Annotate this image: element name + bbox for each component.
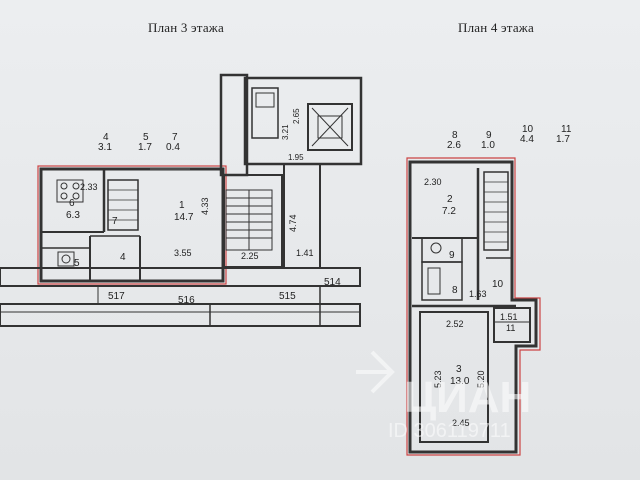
room7-number: 7 [112,216,118,227]
legend4-num-11: 11 [561,124,572,135]
legend4-area-11: 1.7 [556,134,570,145]
room1-number: 1 [179,200,185,211]
room3-number: 3 [456,364,462,375]
floor3-title: План 3 этажа [148,20,224,35]
watermark-id: ID 306119711 [388,420,511,442]
legend3-num-5: 5 [143,132,149,143]
ref-516: 516 [178,295,195,306]
legend4-area-9: 1.0 [481,140,495,151]
floor4-outer-walls [408,160,538,454]
watermark-brand: ЦИАН [404,373,531,422]
dim-1-51: 1.51 [500,312,518,322]
room1-area: 14.7 [174,212,194,223]
dim-2-25: 2.25 [241,251,259,261]
floor4-apartment-outline [406,157,541,456]
room2-area: 7.2 [442,206,456,217]
legend4-area-10: 4.4 [520,134,534,145]
legend4-num-8: 8 [452,130,458,141]
dim-1-41: 1.41 [296,248,314,258]
room4-number: 4 [120,252,126,263]
dim-2-52: 2.52 [446,319,464,329]
floor4-plan [406,157,541,456]
legend3-num-7: 7 [172,132,178,143]
room6-number: 6 [69,198,75,209]
floor3-plan [0,73,363,327]
room5-number: 5 [74,258,80,269]
stove [56,179,84,203]
dim-2-33: 2.33 [80,182,98,192]
room3-area: 13.0 [450,376,470,387]
dim-1-63: 1.63 [469,289,487,299]
dim-5-20: 5.20 [476,370,486,388]
room8-number: 8 [452,285,458,296]
ref-514: 514 [324,277,341,288]
watermark-logo-icon [356,350,395,394]
legend3-area-7: 0.4 [166,142,180,153]
floor4-legend: 8 2.6 9 1.0 10 4.4 11 1.7 [447,124,572,151]
legend4-area-8: 2.6 [447,140,461,151]
room2-number: 2 [447,194,453,205]
floor3-outer-walls [39,167,225,283]
dim-4-33: 4.33 [200,197,210,215]
dim-2-65: 2.65 [292,108,301,124]
dim-2-45: 2.45 [452,418,470,428]
ref-517: 517 [108,291,125,302]
floor4-labels: 2.30 2 7.2 9 8 1.63 10 2.52 1.51 11 3 13… [424,177,518,428]
dim-4-74: 4.74 [288,214,298,232]
floor4-title: План 4 этажа [458,20,534,35]
ref-515: 515 [279,291,296,302]
legend3-area-4: 3.1 [98,142,112,153]
dim-3-55: 3.55 [174,248,192,258]
legend3-area-5: 1.7 [138,142,152,153]
floor3-labels: 2.33 6 6.3 7 1 14.7 4.33 4 5 3.55 2.25 4… [66,108,341,306]
watermark: ЦИАН ID 306119711 [356,350,531,442]
room11-number: 11 [506,323,515,333]
room6-area: 6.3 [66,210,80,221]
room9-number: 9 [449,250,455,261]
room10-number: 10 [492,279,504,290]
dim-2-30: 2.30 [424,177,442,187]
dim-3-21: 3.21 [281,124,290,140]
legend4-num-10: 10 [522,124,534,135]
legend3-num-4: 4 [103,132,109,143]
legend4-num-9: 9 [486,130,492,141]
dim-1-95: 1.95 [288,153,304,162]
floor3-legend: 4 3.1 5 1.7 7 0.4 [98,132,180,153]
dim-5-23: 5.23 [433,370,443,388]
